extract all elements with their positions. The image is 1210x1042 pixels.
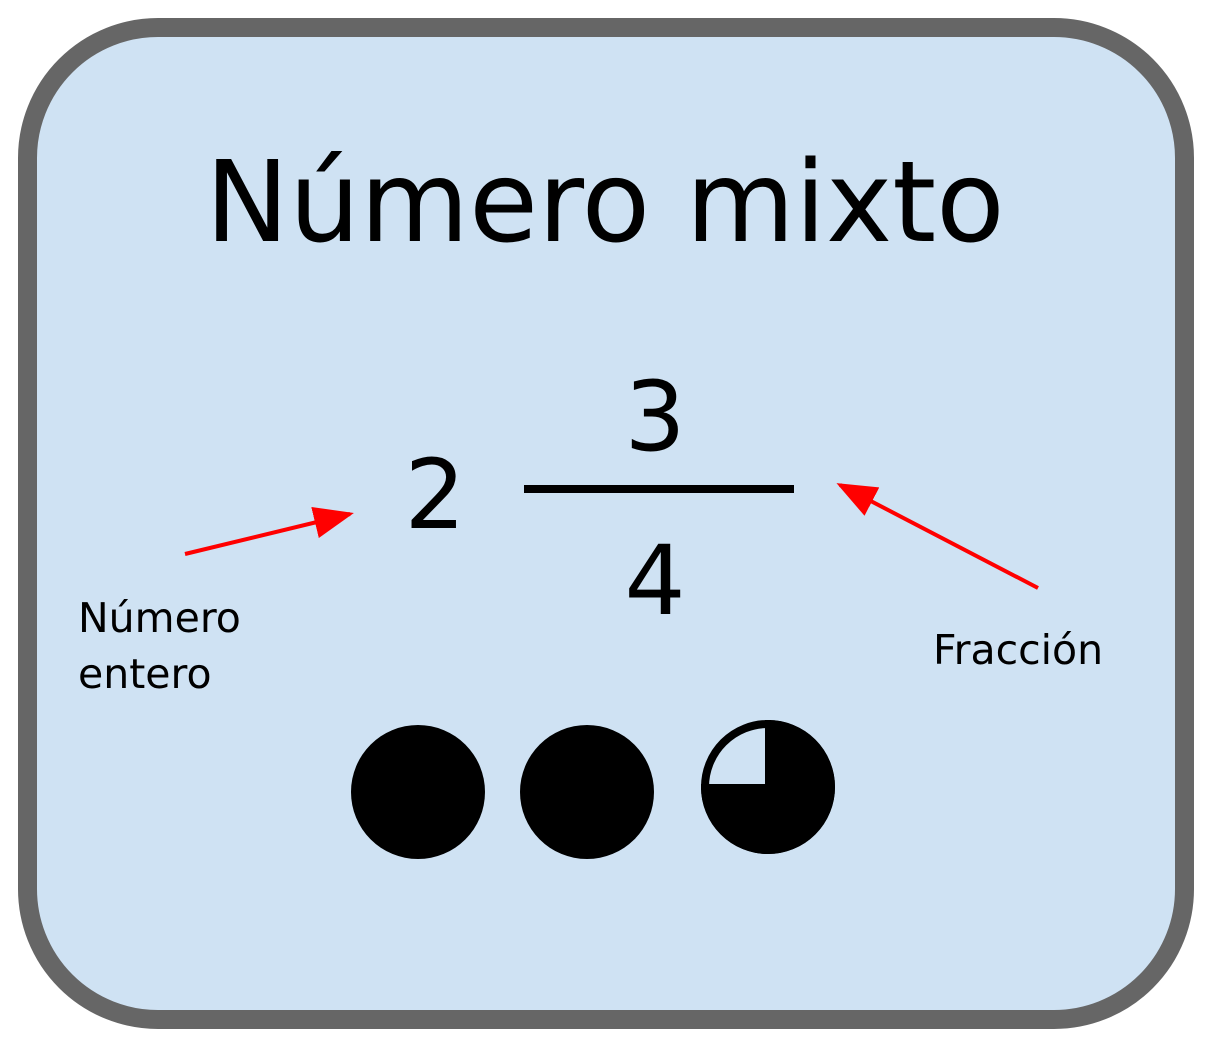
whole-number: 2 xyxy=(404,439,466,551)
whole-number-label-line1: Número xyxy=(78,594,241,642)
fraction-bar xyxy=(524,485,794,493)
arrow-to-whole-number xyxy=(184,506,354,556)
fraction-label: Fracción xyxy=(933,626,1104,674)
pie-circle-full xyxy=(520,725,654,859)
page-title: Número mixto xyxy=(205,138,1005,268)
fraction-numerator: 3 xyxy=(624,361,686,473)
fraction-denominator: 4 xyxy=(624,525,686,637)
whole-number-label-line2: entero xyxy=(78,650,212,698)
card-frame xyxy=(18,18,1194,1029)
pie-circle-full xyxy=(351,725,485,859)
arrow-to-fraction xyxy=(836,483,1039,590)
pie-model xyxy=(351,720,835,859)
whole-number-label: Número entero xyxy=(78,590,241,702)
